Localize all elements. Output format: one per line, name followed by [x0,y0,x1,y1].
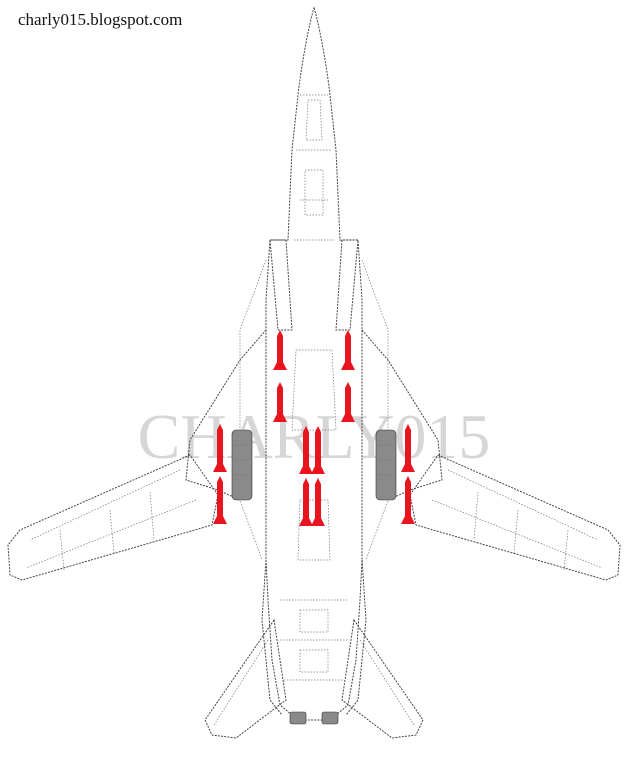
missile [213,424,227,472]
left-tailplane [204,618,287,739]
watermark-text: CHARLY015 [138,401,491,472]
left-gear-bay [231,429,253,501]
missile [213,476,227,524]
missile-stores [213,330,415,526]
right-exhaust [321,711,339,725]
right-gear-bay [375,429,397,501]
missile [299,426,313,474]
missile [273,330,287,370]
left-exhaust [289,711,307,725]
site-url-label: charly015.blogspot.com [18,10,183,29]
right-nacelle [345,559,367,716]
right-intake [335,239,359,331]
missile [311,426,325,474]
left-intake [269,239,293,331]
missile [273,382,287,422]
missile [401,424,415,472]
left-nacelle [261,559,283,716]
fuselage-outline [265,6,363,721]
missile [341,382,355,422]
missile [299,478,313,526]
missile [341,330,355,370]
right-tailplane [341,618,424,739]
missile [401,476,415,524]
missile [311,478,325,526]
aircraft-planform [7,6,621,739]
